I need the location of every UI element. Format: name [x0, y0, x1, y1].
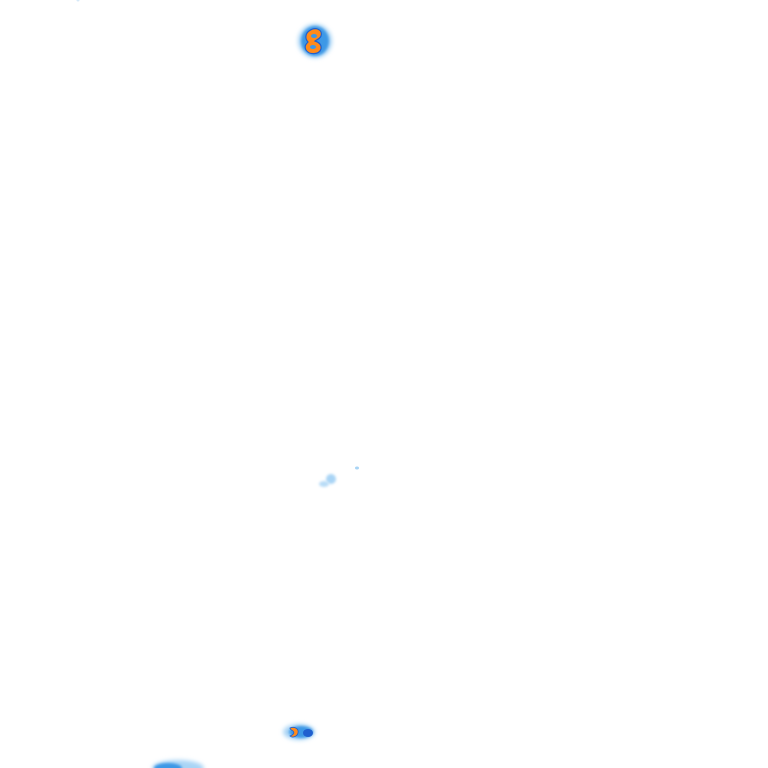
north-cell-core-hole-upper — [311, 34, 317, 38]
southwest-cell-moderate — [154, 763, 182, 768]
north-cell-core-hole-lower — [310, 45, 316, 49]
radar-cell-south — [283, 724, 315, 740]
radar-cell-central — [319, 466, 359, 487]
radar-cell-north — [298, 24, 332, 58]
north-cell-intense-core — [304, 28, 322, 55]
edge-speck — [76, 0, 80, 2]
central-light-cell — [326, 474, 336, 484]
central-light-tail — [319, 481, 329, 487]
radar-cell-southwest — [152, 760, 204, 768]
south-cell-intense-core — [289, 726, 299, 738]
south-cell-heavy — [303, 729, 313, 737]
central-speck — [355, 466, 359, 470]
